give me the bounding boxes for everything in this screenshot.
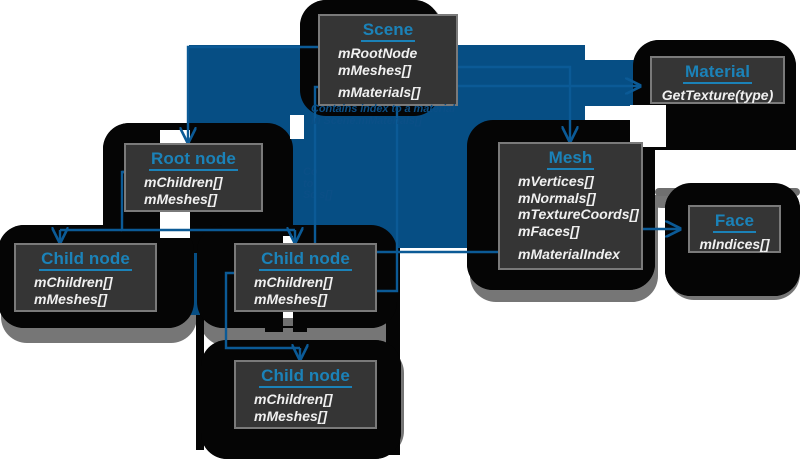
field-child1-mmeshes: mMeshes[] xyxy=(34,290,108,307)
field-child2-mmeshes: mMeshes[] xyxy=(254,290,328,307)
class-title-scene: Scene xyxy=(360,20,416,43)
class-box-mesh[interactable]: Mesh mVertices[] mNormals[] mTextureCoor… xyxy=(498,142,643,270)
class-fields-scene: mRootNode mMeshes[] mMaterials[] xyxy=(328,45,448,101)
method-material-gettexture: GetTexture(type) xyxy=(661,87,774,104)
class-title-child-node-1: Child node xyxy=(39,249,132,272)
class-fields-mesh: mVertices[] mNormals[] mTextureCoords[] … xyxy=(508,173,639,262)
class-title-face: Face xyxy=(712,211,757,234)
field-mesh-mmaterialindex: mMaterialIndex xyxy=(518,245,620,262)
class-box-root-node[interactable]: Root node mChildren[] mMeshes[] xyxy=(124,143,263,212)
panel-connector-sliver xyxy=(196,240,204,450)
note-mesh-index: Co to Sc s[] xyxy=(303,166,333,202)
class-box-child-node-1[interactable]: Child node mChildren[] mMeshes[] xyxy=(14,243,157,312)
field-face-mindices: mIndices[] xyxy=(699,236,770,253)
class-box-material[interactable]: Material GetTexture(type) xyxy=(650,56,785,104)
field-mesh-mvertices: mVertices[] xyxy=(518,173,594,190)
field-mesh-mtexturecoords: mTextureCoords[] xyxy=(518,206,639,223)
class-fields-child-node-3: mChildren[] mMeshes[] xyxy=(244,391,367,424)
class-fields-face: mIndices[] xyxy=(698,236,771,253)
class-fields-child-node-2: mChildren[] mMeshes[] xyxy=(244,274,367,307)
class-title-child-node-3: Child node xyxy=(259,366,352,389)
field-child3-mmeshes: mMeshes[] xyxy=(254,407,328,424)
class-fields-material: GetTexture(type) xyxy=(660,87,775,104)
class-title-child-node-2: Child node xyxy=(259,249,352,272)
field-rootnode-mchildren: mChildren[] xyxy=(144,174,223,191)
field-scene-mmaterials: mMaterials[] xyxy=(338,84,421,101)
field-child1-mchildren: mChildren[] xyxy=(34,274,113,291)
link-scene-rootnode xyxy=(186,45,318,125)
field-mesh-mnormals: mNormals[] xyxy=(518,189,596,206)
class-box-child-node-2[interactable]: Child node mChildren[] mMeshes[] xyxy=(234,243,377,312)
class-box-child-node-3[interactable]: Child node mChildren[] mMeshes[] xyxy=(234,360,377,429)
field-rootnode-mmeshes: mMeshes[] xyxy=(144,190,218,207)
note-material-index: Contains index to a material in Scene.mM… xyxy=(311,103,455,127)
class-box-scene[interactable]: Scene mRootNode mMeshes[] mMaterials[] xyxy=(318,14,458,106)
field-scene-mrootnode: mRootNode xyxy=(338,45,418,62)
field-scene-mmeshes: mMeshes[] xyxy=(338,61,412,78)
class-title-root-node: Root node xyxy=(149,149,238,172)
field-mesh-mfaces: mFaces[] xyxy=(518,223,580,240)
link-scene-mesh xyxy=(440,65,572,124)
class-fields-root-node: mChildren[] mMeshes[] xyxy=(134,174,253,207)
class-box-face[interactable]: Face mIndices[] xyxy=(688,205,781,253)
class-title-material: Material xyxy=(682,62,753,85)
class-fields-child-node-1: mChildren[] mMeshes[] xyxy=(24,274,147,307)
field-child3-mchildren: mChildren[] xyxy=(254,391,333,408)
field-child2-mchildren: mChildren[] xyxy=(254,274,333,291)
note-occlusion-wash xyxy=(333,171,406,199)
class-title-mesh: Mesh xyxy=(546,148,595,171)
